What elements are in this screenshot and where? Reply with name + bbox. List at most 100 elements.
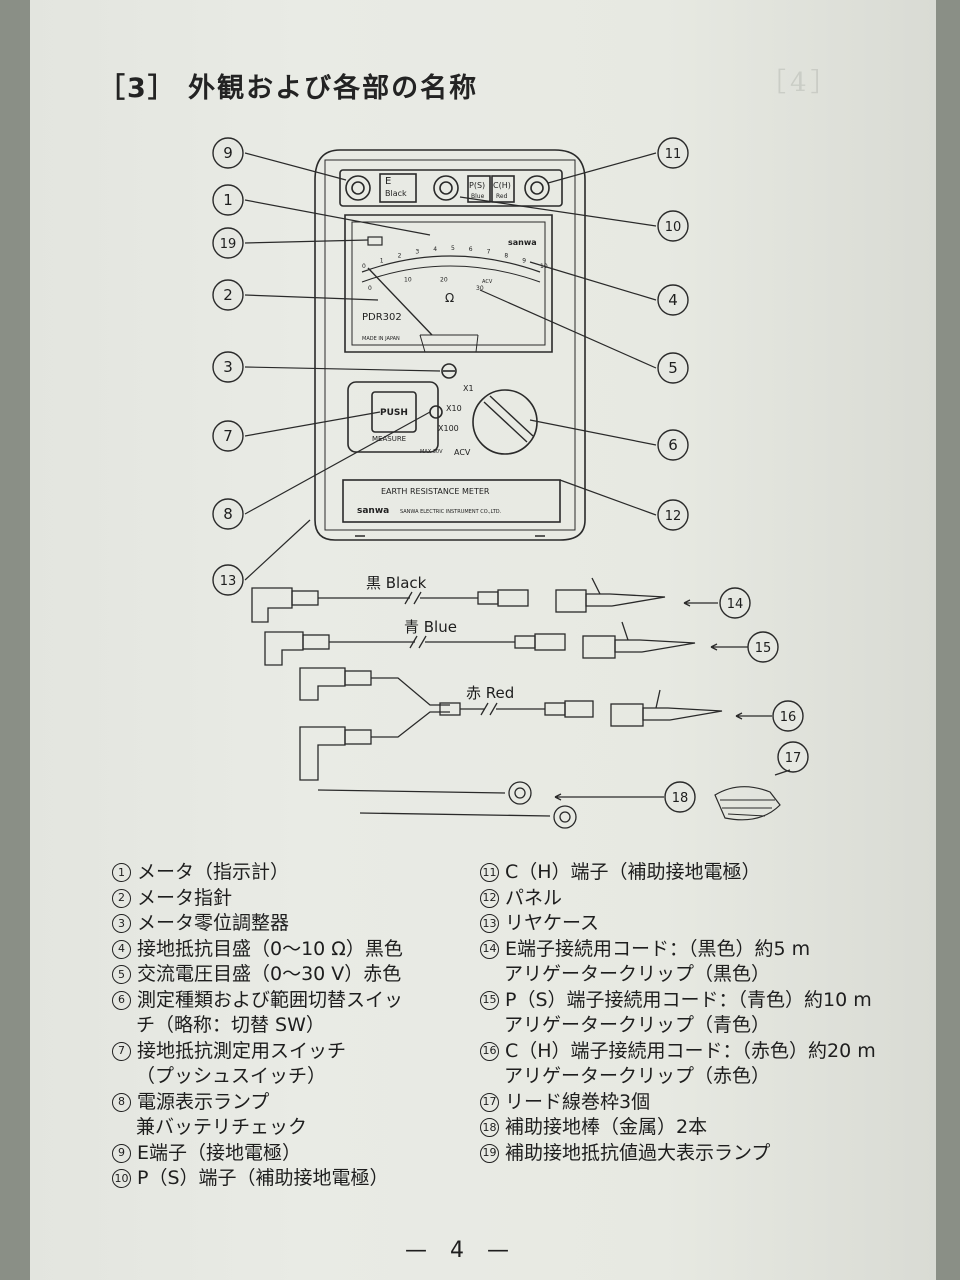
callout-number-1: 1 [223,191,233,209]
scale-acv-label: ACV [482,279,493,285]
legend-number-badge: 9 [112,1143,131,1163]
legend-text: パネル [505,886,563,909]
scale-top-tick-label: 0 [362,263,366,270]
meter-brand: sanwa [508,238,537,247]
callout-number-2: 2 [223,286,233,304]
callout-circle-14 [719,587,751,619]
legend-number-badge: 6 [112,990,131,1010]
callout-circle-16 [772,700,804,732]
terminal-e-jack [345,175,371,201]
legend-text: 兼バッテリチェック [136,1116,308,1138]
callout-circle-13 [212,564,244,596]
legend-number-badge: 3 [112,914,131,933]
scale-bottom-tick-label: 0 [368,285,372,292]
legend-number-badge: 10 [112,1169,131,1188]
measure-label: MEASURE [372,435,406,443]
legend-text: E端子（接地電極） [137,1141,302,1164]
callout-number-9: 9 [223,144,233,162]
legend-number-badge: 4 [112,939,131,959]
panel-title: EARTH RESISTANCE METER [381,487,490,496]
legend-text: P（S）端子（補助接地電極） [137,1167,389,1189]
legend-text: （プッシュスイッチ） [136,1065,327,1087]
legend-item: チ（略称：切替 SW） [112,1013,403,1039]
legend-number-badge: 16 [480,1041,499,1061]
legend-text: チ（略称：切替 SW） [136,1014,325,1036]
legend-text: メータ（指示計） [137,861,290,883]
terminal-strip [339,169,563,207]
callout-circle-4 [657,284,689,316]
legend-item: 18 補助接地棒（金属）2本 [480,1115,876,1141]
front-panel [342,479,561,523]
callout-circle-12 [657,499,689,531]
terminal-p-label: P(S) [469,181,485,190]
legend-text: リード線巻枠3個 [505,1090,651,1113]
terminal-c-jack [524,175,550,201]
max-acv-label: MAX 30V [420,449,443,455]
callout-circle-7 [212,420,244,452]
legend-text: メータ指針 [137,886,233,909]
scale-top-tick-label: 3 [415,248,419,255]
legend-text: 接地抵抗目盛（0〜10 Ω）黒色 [137,937,403,960]
callout-number-10: 10 [665,220,682,235]
callout-circle-3 [212,351,244,383]
callout-circle-9 [212,137,244,169]
legend-text: アリゲータークリップ（青色） [504,1014,771,1036]
callout-number-15: 15 [755,641,772,656]
made-in-label: MADE IN JAPAN [362,336,400,342]
terminal-p-sub: Blue [471,193,485,200]
model-label: PDR302 [362,312,402,323]
legend-text: 補助接地棒（金属）2本 [505,1116,708,1138]
callout-circle-10 [657,210,689,242]
range-x10: X10 [446,404,462,413]
terminal-e-label: E [385,176,391,187]
terminal-c-label: C(H) [493,181,511,190]
meter-scale-arc [361,255,541,273]
range-x100: X100 [438,424,459,433]
legend-text: リヤケース [505,912,600,934]
panel-maker: SANWA ELECTRIC INSTRUMENT CO.,LTD. [400,509,502,515]
callout-number-6: 6 [668,436,678,454]
callout-number-19: 19 [220,237,237,252]
meter-ohm-symbol: Ω [445,291,454,305]
legend-item: （プッシュスイッチ） [112,1064,403,1090]
legend-text: 測定種類および範囲切替スイッ [137,988,404,1011]
callout-circle-11 [657,137,689,169]
scale-top-tick-label: 4 [433,246,437,253]
scale-top-tick-label: 7 [487,248,491,255]
legend-item: 9 E端子（接地電極） [112,1141,403,1167]
callout-circle-8 [212,498,244,530]
legend-item: 4 接地抵抗目盛（0〜10 Ω）黒色 [112,937,403,963]
meter-window [344,214,553,353]
legend-number-badge: 7 [112,1041,131,1061]
callout-number-13: 13 [220,574,237,589]
callout-number-16: 16 [780,710,797,725]
legend-text: 交流電圧目盛（0〜30 V）赤色 [137,963,402,985]
legend-item: 兼バッテリチェック [112,1115,403,1141]
device-diagram: E Black P(S) Blue C(H) Red sanwa Ω PDR30… [212,137,809,829]
scale-top-tick-label: 8 [504,252,508,259]
callout-number-12: 12 [665,509,682,524]
callout-circle-1 [212,184,244,216]
scale-top-tick-label: 9 [522,257,526,264]
scale-bottom-tick-label: 20 [440,276,448,283]
callout-circle-17 [777,741,809,773]
black-cord-label: 黒 Black [366,574,427,592]
scale-top-tick-label: 2 [398,252,402,259]
scale-top-tick-label: 1 [380,257,384,264]
legend-number-badge: 18 [480,1118,499,1137]
callout-circle-6 [657,429,689,461]
panel-brand: sanwa [357,506,389,516]
callout-circle-2 [212,279,244,311]
terminal-e-sub: Black [385,189,407,198]
callout-number-11: 11 [665,147,682,162]
